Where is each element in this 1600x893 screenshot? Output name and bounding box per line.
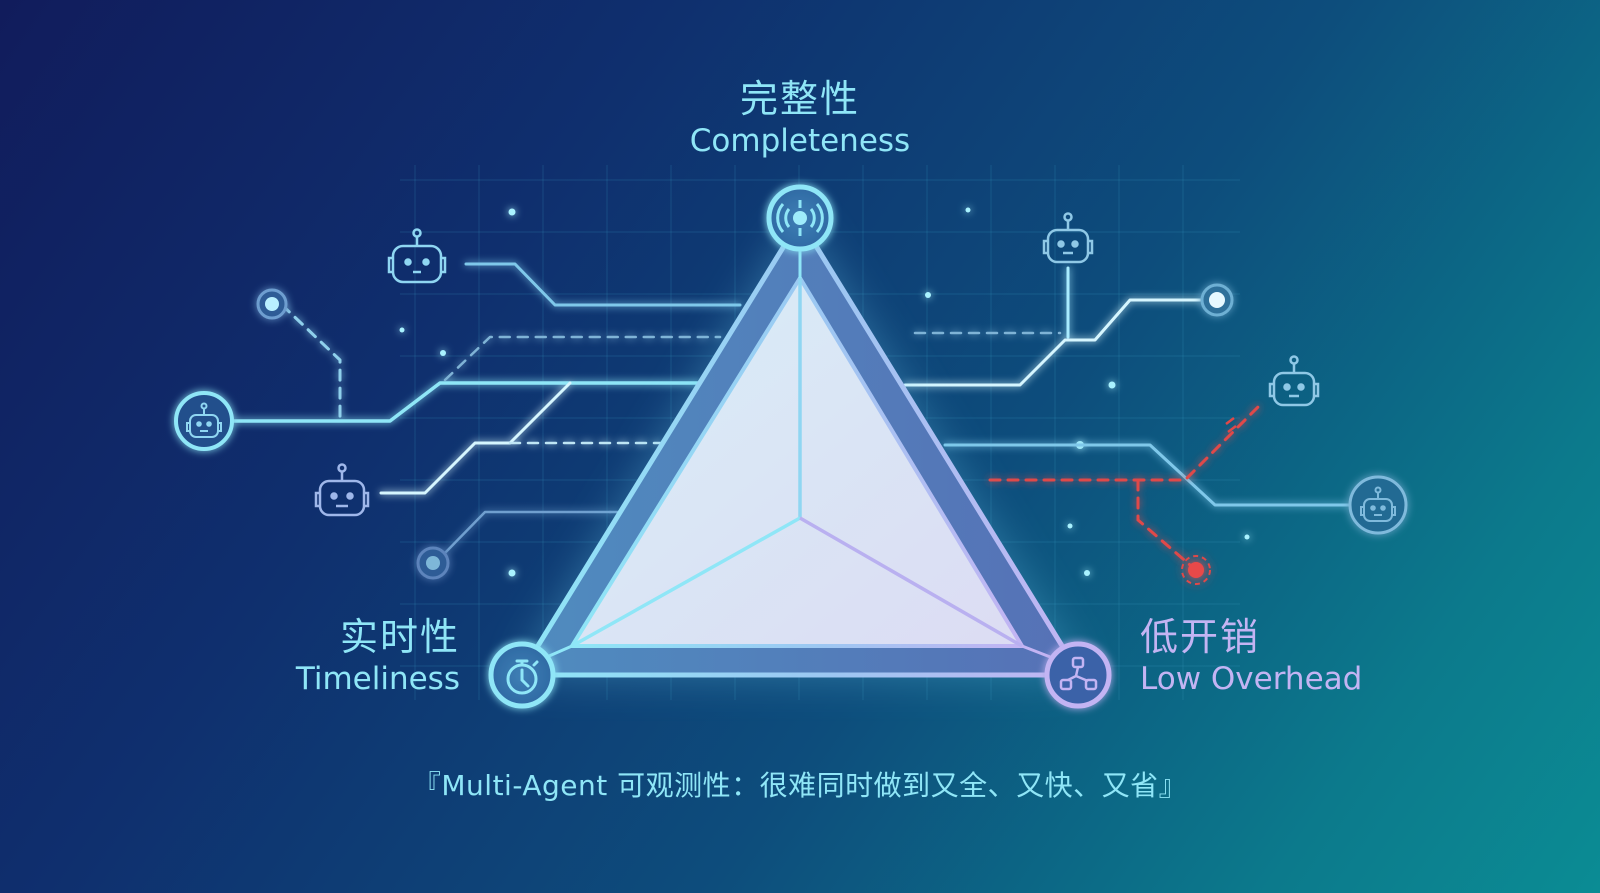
vertex-node-low-overhead: [1044, 641, 1112, 709]
vertex-label-low-overhead: 低开销 Low Overhead: [1140, 618, 1362, 695]
timeliness-zh: 实时性: [339, 615, 460, 659]
robot-node-right: [1348, 475, 1408, 535]
endpoint-node-lower-left: [416, 546, 450, 580]
timeliness-en: Timeliness: [295, 661, 460, 697]
robot-icon: [387, 228, 447, 284]
robot-icon: [314, 463, 370, 517]
triangle-center-spokes: [571, 278, 1023, 648]
stopwatch-icon: [506, 659, 539, 695]
robot-icon: [186, 402, 222, 438]
endpoint-node-right: [1200, 283, 1234, 317]
vertex-label-completeness: 完整性 Completeness: [0, 80, 1600, 157]
caption: 『Multi-Agent 可观测性：很难同时做到又全、又快、又省』: [412, 769, 1188, 802]
robot-icon: [1042, 212, 1094, 264]
circuit-lines-left: [231, 262, 742, 557]
error-path: [988, 401, 1264, 567]
robot-icon: [1268, 355, 1320, 407]
error-node: [1181, 555, 1211, 585]
network-nodes-icon: [1059, 656, 1098, 691]
robot-node-left: [174, 391, 234, 451]
vertex-label-timeliness: 实时性 Timeliness: [296, 618, 460, 695]
completeness-en: Completeness: [689, 123, 911, 159]
tradeoff-triangle: [517, 217, 1083, 678]
radar-target-icon: [776, 200, 824, 236]
robot-icon: [1360, 486, 1396, 522]
low-overhead-en: Low Overhead: [1140, 661, 1363, 697]
error-break-icon: [1225, 417, 1237, 433]
circuit-lines-right: [903, 266, 1352, 507]
completeness-zh: 完整性: [739, 77, 860, 121]
low-overhead-zh: 低开销: [1140, 615, 1261, 659]
endpoint-node-upper-left: [256, 288, 288, 320]
